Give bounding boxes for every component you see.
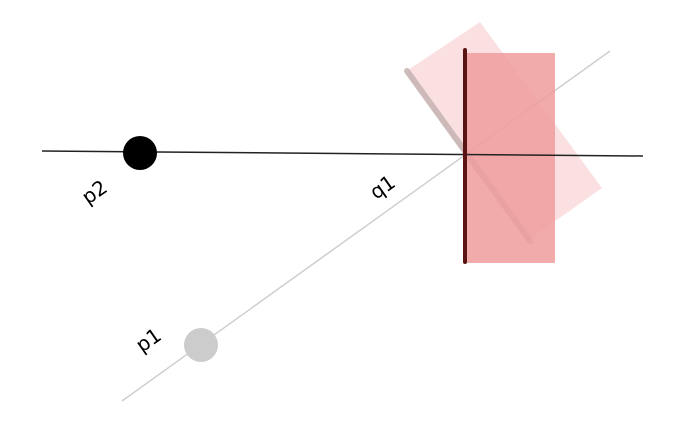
label-q1: q1 (365, 170, 400, 204)
point-p2[interactable] (123, 136, 157, 170)
label-p1: p1 (131, 323, 166, 357)
point-p1[interactable] (184, 328, 218, 362)
mirror-panel (465, 53, 555, 263)
label-p2: p2 (77, 175, 112, 209)
